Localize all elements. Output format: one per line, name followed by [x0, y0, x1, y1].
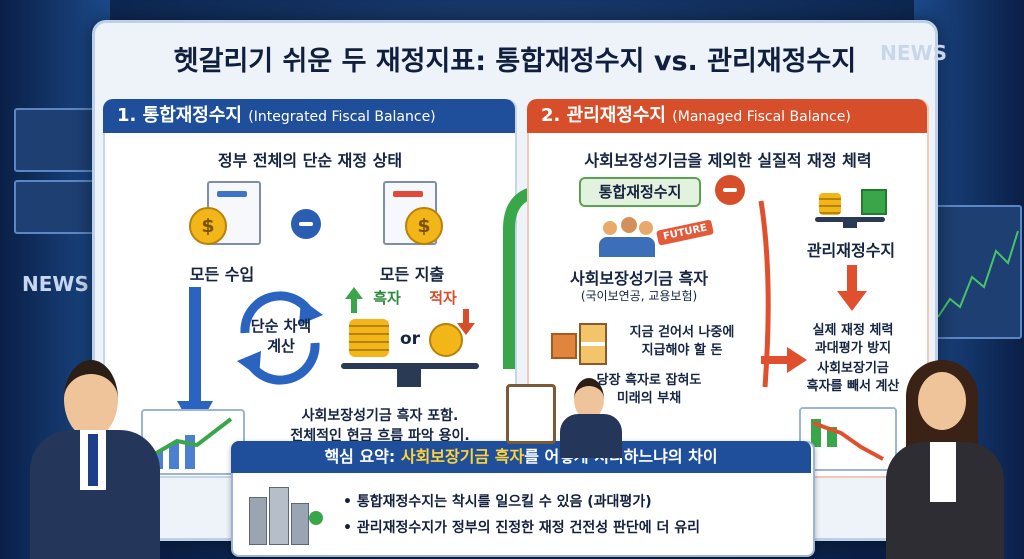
stock-chart-monitor — [934, 205, 1022, 339]
summary-bullet: • 관리재정수지가 정부의 진정한 재정 건전성 판단에 더 유리 — [343, 520, 701, 536]
minus-icon — [715, 175, 745, 205]
result-line3: 사회보장기금 — [817, 361, 889, 376]
managed-panel-header: 2. 관리재정수지 (Managed Fiscal Balance) — [527, 99, 927, 133]
integrated-panel-title-en: (Integrated Fiscal Balance) — [248, 109, 436, 125]
stock-chart-icon — [937, 230, 1019, 318]
dollar-coin-icon: $ — [405, 207, 443, 245]
managed-panel-title: 2. 관리재정수지 — [541, 105, 666, 126]
fund-surplus-label: 사회보장성기금 흑자 — [569, 269, 709, 288]
right-arrow-icon — [761, 347, 807, 373]
liability-line2: 미래의 부채 — [616, 391, 682, 406]
page-title: 헷갈리기 쉬운 두 재정지표: 통합재정수지 vs. 관리재정수지 — [173, 46, 857, 77]
anchor-head — [918, 372, 966, 430]
hourglass-icon — [579, 323, 607, 365]
liability-line1: 당장 흑자로 잡혀도 — [596, 373, 702, 388]
calc-label-line2: 계산 — [267, 337, 295, 355]
surplus-label: 흑자 — [373, 289, 401, 307]
managed-balance-label: 관리재정수지 — [806, 241, 896, 260]
or-label: or — [399, 329, 421, 349]
result-line1: 실제 재정 체력 — [812, 323, 894, 338]
summary-bullet: • 통합재정수지는 착시를 일으킬 수 있음 (과대평가) — [343, 494, 652, 510]
anchor-tie — [88, 434, 98, 486]
scale-base — [397, 367, 421, 387]
future-tag: FUTURE — [656, 219, 715, 246]
studio-monitor — [14, 108, 98, 172]
summary-heading-prefix: 핵심 요약: — [324, 447, 401, 466]
gift-box-icon — [551, 333, 577, 359]
anchor-head — [64, 360, 118, 438]
integrated-note-line1: 사회보장성기금 흑자 포함. — [301, 408, 459, 424]
integrated-balance-pill: 통합재정수지 — [579, 177, 701, 207]
presenter-body — [560, 414, 622, 458]
male-anchor — [20, 360, 170, 559]
fund-examples-label: (국이보연공, 교용보험) — [580, 289, 698, 303]
down-arrow-icon — [837, 265, 867, 311]
managed-subtitle: 사회보장성기금을 제외한 실질적 재정 체력 — [584, 151, 872, 170]
integrated-note-line2: 전체적인 현금 흐름 파악 용이. — [290, 428, 470, 444]
people-group-icon — [599, 217, 655, 257]
summary-heading-highlight: 사회보장기금 흑자 — [400, 447, 525, 466]
board-news-logo: NEWS — [880, 41, 947, 65]
integrated-fiscal-panel: 1. 통합재정수지 (Integrated Fiscal Balance) 정부… — [103, 99, 517, 478]
coins-balance-icon — [815, 183, 887, 228]
clipboard-icon — [506, 384, 556, 444]
news-logo: NEWS — [22, 272, 89, 296]
result-line4: 흑자를 빼서 계산 — [806, 379, 900, 394]
integrated-subtitle: 정부 전체의 단순 재정 상태 — [217, 151, 403, 170]
dollar-coin-icon: $ — [189, 207, 227, 245]
studio-left-wall: NEWS — [0, 0, 110, 559]
decline-chart-icon — [799, 407, 897, 471]
minus-icon — [291, 209, 321, 239]
infographic-board: 헷갈리기 쉬운 두 재정지표: 통합재정수지 vs. 관리재정수지 NEWS 1… — [92, 20, 947, 557]
summary-heading: 핵심 요약: 사회보장기금 흑자를 어떻게 처리하느냐의 차이 — [231, 441, 811, 473]
pay-later-line2: 지급해야 할 돈 — [641, 343, 723, 358]
up-arrow-icon — [345, 287, 363, 313]
center-presenter — [556, 378, 626, 458]
anchor-shirt — [930, 442, 956, 502]
coin-stack-icon — [349, 319, 389, 357]
pay-later-line1: 지금 걷어서 나중에 — [629, 325, 735, 340]
buildings-icon — [243, 483, 329, 547]
spending-label: 모든 지출 — [379, 265, 445, 284]
deficit-label: 적자 — [429, 289, 457, 307]
down-arrow-icon — [457, 309, 475, 335]
integrated-panel-header: 1. 통합재정수지 (Integrated Fiscal Balance) — [103, 99, 515, 133]
income-document-icon — [207, 181, 261, 245]
female-anchor — [880, 360, 1010, 559]
growth-chart-icon — [141, 409, 245, 475]
balance-scale-icon — [341, 363, 479, 369]
studio-monitor — [14, 180, 98, 234]
result-line2: 과대평가 방지 — [814, 341, 892, 356]
income-label: 모든 수입 — [189, 265, 255, 284]
integrated-panel-title: 1. 통합재정수지 — [117, 105, 242, 126]
broken-coin-icon — [429, 323, 463, 357]
summary-box: 핵심 요약: 사회보장기금 흑자를 어떻게 처리하느냐의 차이 • 통합재정수지… — [231, 441, 815, 557]
managed-panel-title-en: (Managed Fiscal Balance) — [672, 109, 851, 125]
calc-label-line1: 단순 차액 — [250, 317, 312, 335]
presenter-head — [574, 378, 604, 420]
cycle-arrows-icon — [237, 291, 323, 385]
